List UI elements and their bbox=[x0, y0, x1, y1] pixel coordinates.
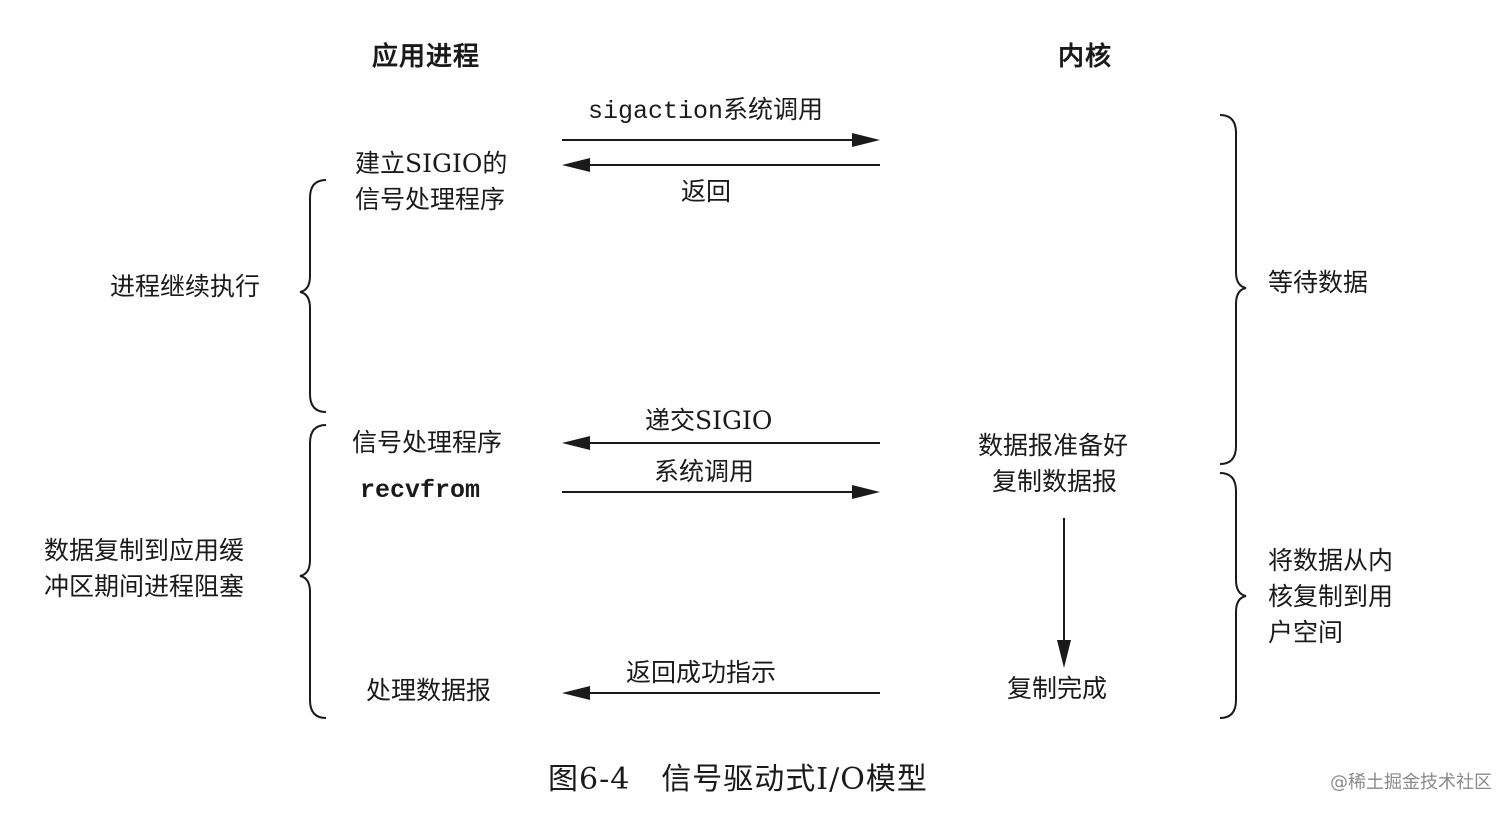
kernel-header: 内核 bbox=[1058, 42, 1113, 72]
right-brace-copy bbox=[1219, 472, 1247, 719]
kernel-datagram-ready: 数据报准备好 bbox=[978, 431, 1129, 460]
label-return-success: 返回成功指示 bbox=[626, 658, 777, 687]
label-return: 返回 bbox=[681, 177, 732, 206]
app-process-header: 应用进程 bbox=[372, 42, 481, 72]
kernel-copy-datagram: 复制数据报 bbox=[992, 467, 1118, 496]
right-brace-wait bbox=[1219, 114, 1247, 465]
watermark: @稀土掘金技术社区 bbox=[1330, 772, 1492, 793]
arrow-sigaction-call bbox=[562, 133, 880, 147]
phase-process-continues: 进程继续执行 bbox=[110, 272, 261, 301]
step-recvfrom: recvfrom bbox=[360, 476, 481, 505]
figure-caption: 图6-4 信号驱动式I/O模型 bbox=[548, 762, 928, 797]
phase-wait-for-data: 等待数据 bbox=[1268, 268, 1369, 297]
label-sigaction-call: sigaction系统调用 bbox=[588, 97, 824, 126]
left-brace-blocked bbox=[299, 424, 327, 719]
step-setup-signal-handler: 建立SIGIO的 信号处理程序 bbox=[355, 149, 508, 214]
step-process-datagram: 处理数据报 bbox=[366, 676, 492, 705]
phase-copy-to-user: 将数据从内 核复制到用 户空间 bbox=[1268, 546, 1394, 647]
step-signal-handler: 信号处理程序 bbox=[352, 428, 503, 457]
arrow-return-success bbox=[562, 686, 880, 700]
label-system-call: 系统调用 bbox=[654, 457, 755, 486]
phase-process-blocked: 数据复制到应用缓 冲区期间进程阻塞 bbox=[44, 536, 245, 601]
kernel-copy-done: 复制完成 bbox=[1007, 674, 1108, 703]
arrow-return bbox=[562, 158, 880, 172]
arrow-deliver-sigio bbox=[562, 436, 880, 450]
arrow-copy-down bbox=[1057, 518, 1071, 668]
label-deliver-sigio: 递交SIGIO bbox=[645, 406, 773, 435]
left-brace-continue bbox=[299, 179, 327, 413]
arrow-recvfrom-call bbox=[562, 485, 880, 499]
